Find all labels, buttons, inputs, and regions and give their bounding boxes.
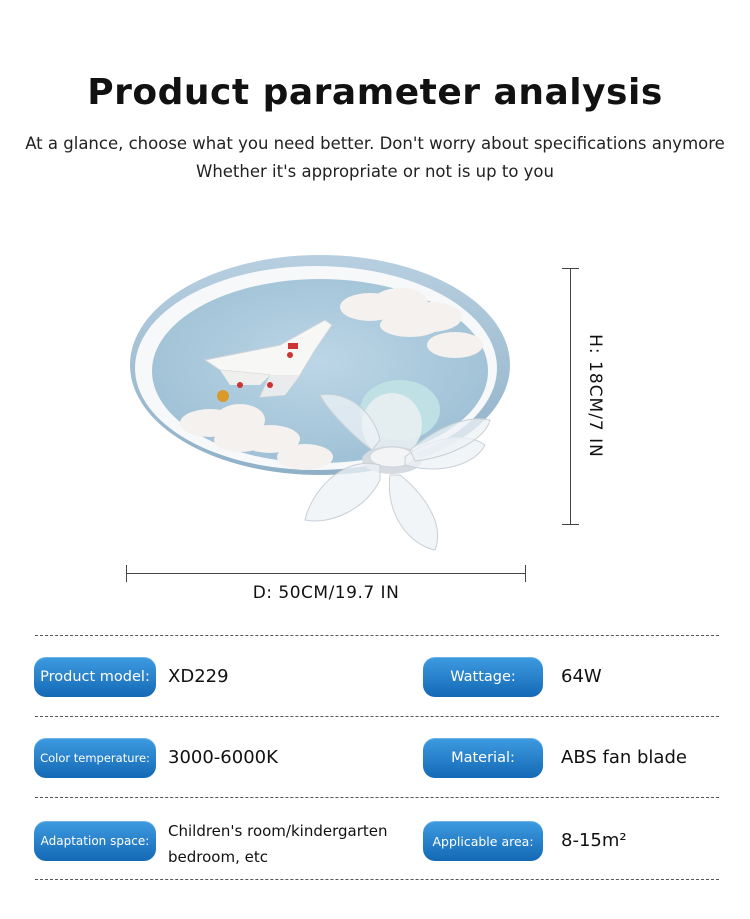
diameter-dimension-line xyxy=(126,573,526,574)
diameter-dimension-cap-right xyxy=(525,565,526,582)
height-label: H: 18CM/7 IN xyxy=(585,334,605,458)
adaptation-space-value-line-1: Children's room/kindergarten xyxy=(168,822,388,840)
product-image xyxy=(110,225,540,565)
color-temperature-value: 3000-6000K xyxy=(168,747,278,768)
subtitle-line-1: At a glance, choose what you need better… xyxy=(25,134,725,153)
divider xyxy=(35,797,719,798)
fan-blades xyxy=(304,393,491,551)
wattage-label: Wattage: xyxy=(423,657,543,697)
ceiling-fan-light-icon xyxy=(130,255,510,551)
color-temperature-label: Color temperature: xyxy=(34,738,156,778)
divider xyxy=(35,635,719,636)
applicable-area-label: Applicable area: xyxy=(423,821,543,861)
height-dimension-cap-bottom xyxy=(562,524,579,525)
wattage-value: 64W xyxy=(561,666,602,687)
adaptation-space-label: Adaptation space: xyxy=(34,821,156,861)
height-dimension-cap-top xyxy=(562,268,579,269)
material-label: Material: xyxy=(423,738,543,778)
clouds-upper-right xyxy=(340,288,483,358)
diameter-dimension-cap-left xyxy=(126,565,127,582)
divider xyxy=(35,716,719,717)
product-model-label: Product model: xyxy=(34,657,156,697)
subtitle-line-2: Whether it's appropriate or not is up to… xyxy=(196,162,554,181)
diameter-label: D: 50CM/19.7 IN xyxy=(252,583,400,603)
airplane-icon xyxy=(203,319,333,402)
product-model-value: XD229 xyxy=(168,666,229,687)
applicable-area-value: 8-15m² xyxy=(561,830,627,851)
adaptation-space-value-line-2: bedroom, etc xyxy=(168,848,268,866)
material-value: ABS fan blade xyxy=(561,747,687,768)
clouds-lower-left xyxy=(180,404,333,470)
divider xyxy=(35,879,719,880)
page-title: Product parameter analysis xyxy=(87,72,663,113)
height-dimension-line xyxy=(570,268,571,525)
